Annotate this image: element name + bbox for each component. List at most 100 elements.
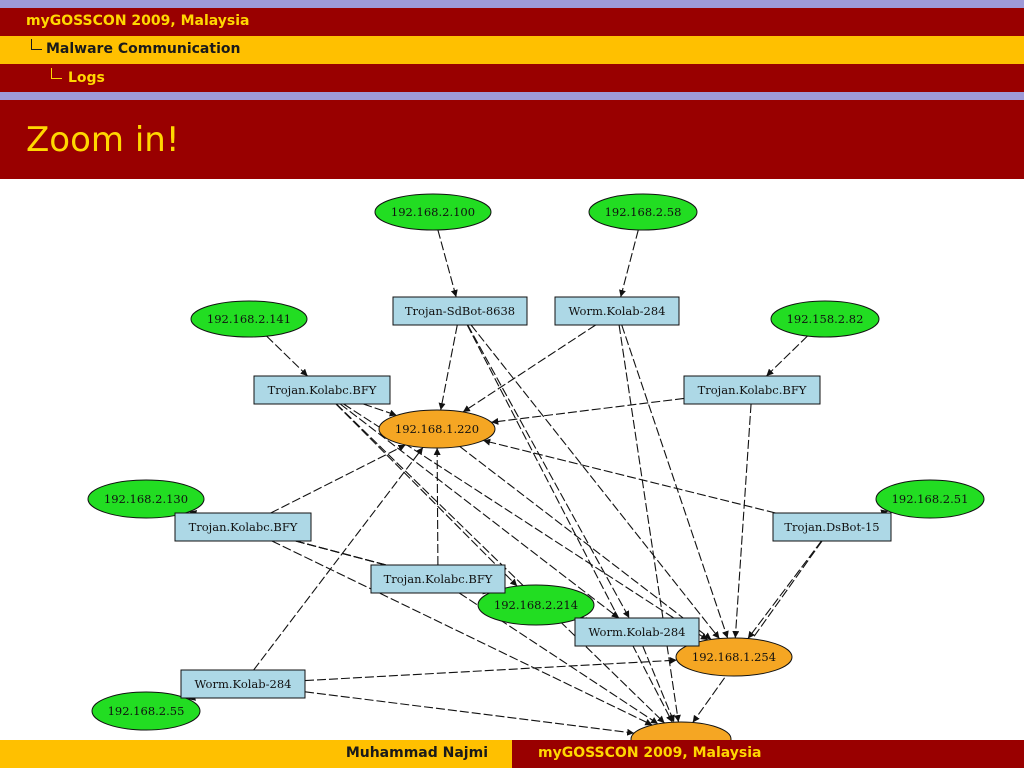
graph-node-label: Trojan.Kolabc.BFY (189, 520, 298, 534)
graph-node-tBottom (630, 721, 732, 740)
graph-node-h58: 192.168.2.58 (588, 193, 698, 231)
graph-node-label: Trojan.DsBot-15 (784, 520, 879, 534)
graph-node-shape (574, 617, 700, 647)
graph-node-label: 192.168.2.130 (104, 492, 188, 506)
graph-edge-mKolab1-t254 (621, 324, 729, 639)
graph-node-label: 192.168.1.220 (395, 422, 479, 436)
graph-node-mDsBot: Trojan.DsBot-15 (772, 512, 892, 542)
graph-node-shape (374, 193, 492, 231)
graph-node-label: 192.168.2.51 (892, 492, 969, 506)
slide-title: Zoom in! (26, 120, 180, 160)
graph-node-label: Worm.Kolab-284 (589, 625, 686, 639)
graph-edge-mKolabc1-t220 (363, 403, 397, 417)
graph-node-shape (770, 300, 880, 338)
graph-edge-mSdBot-t220 (438, 324, 458, 411)
graph-node-shape (370, 564, 506, 594)
graph-edge-mSdBot-tBottom (466, 324, 673, 723)
graph-node-mKolabc2: Trojan.Kolabc.BFY (683, 375, 821, 405)
graph-edge-mKolabc3-tBottom (271, 540, 653, 726)
graph-node-label: 192.168.2.100 (391, 205, 475, 219)
graph-edge-mKolab2-tBottom (642, 645, 675, 723)
graph-node-mKolabc1: Trojan.Kolabc.BFY (253, 375, 391, 405)
graph-edge-mKolabc1-tBottom (336, 403, 665, 724)
graph-node-shape (675, 637, 793, 677)
graph-edge-mKolab3-tBottom (304, 691, 635, 736)
graph-edge-mDsBot-tBottom (692, 540, 823, 723)
header-section-link[interactable]: Malware Communication (46, 41, 241, 57)
graph-edge-mKolabc1-h214 (335, 403, 518, 587)
graph-node-mKolab1: Worm.Kolab-284 (554, 296, 680, 326)
graph-node-label: 192.168.1.254 (692, 650, 776, 664)
header-section-bar[interactable]: Malware Communication (0, 36, 1024, 64)
malware-communication-graph: 192.168.2.100 192.168.2.58 192.168.2.141 19… (87, 193, 985, 740)
graph-node-h82: 192.158.2.82 (770, 300, 880, 338)
footer: Muhammad Najmi myGOSSCON 2009, Malaysia (0, 740, 1024, 768)
header-top-strip (0, 0, 1024, 8)
graph-edge-mKolabc1-mKolab2 (339, 403, 620, 619)
graph-node-mKolab3: Worm.Kolab-284 (180, 669, 306, 699)
graph-node-mKolab2: Worm.Kolab-284 (574, 617, 700, 647)
graph-edge-mDsBot-t254 (747, 540, 822, 639)
graph-edge-mKolabc4-t220 (433, 447, 441, 566)
graph-node-shape (91, 691, 201, 731)
graph-node-label: Trojan-SdBot-8638 (405, 304, 515, 318)
graph-edge-h100-mSdBot (437, 229, 458, 298)
graph-node-shape (554, 296, 680, 326)
graph-node-t220: 192.168.1.220 (378, 409, 496, 449)
graph-edge-mSdBot-t254 (470, 324, 720, 639)
graph-node-t254: 192.168.1.254 (675, 637, 793, 677)
graph-node-shape (772, 512, 892, 542)
graph-edge-h58-mKolab1 (619, 229, 639, 298)
graph-edge-h141-mKolabc1 (266, 335, 308, 377)
graph-node-label: 192.168.2.58 (605, 205, 682, 219)
graph-node-shape (477, 584, 595, 626)
graph-edge-mSdBot-mKolab2 (467, 324, 630, 619)
tree-branch-icon (51, 68, 62, 79)
graph-node-shape (87, 479, 205, 519)
graph-node-shape (190, 300, 308, 338)
footer-conference-panel: myGOSSCON 2009, Malaysia (512, 740, 1024, 768)
graph-node-shape (630, 721, 732, 740)
graph-node-shape (180, 669, 306, 699)
header-subsection-link[interactable]: Logs (68, 70, 105, 86)
graph-edge-h82-mKolabc2 (766, 335, 808, 377)
graph-node-label: Trojan.Kolabc.BFY (384, 572, 493, 586)
graph-edge-mDsBot-t220 (483, 438, 776, 514)
graph-node-shape (683, 375, 821, 405)
graph-node-mSdBot: Trojan-SdBot-8638 (392, 296, 528, 326)
graph-node-label: 192.158.2.82 (787, 312, 864, 326)
graph-edge-mKolabc2-t220 (491, 397, 685, 425)
footer-author-panel: Muhammad Najmi (0, 740, 512, 768)
graph-node-h141: 192.168.2.141 (190, 300, 308, 338)
graph-edge-t220-t254 (459, 446, 712, 640)
graph-node-mKolabc4: Trojan.Kolabc.BFY (370, 564, 506, 594)
graph-edge-mKolab1-tBottom (618, 324, 681, 723)
graph-node-shape (174, 512, 312, 542)
graph-node-shape (875, 479, 985, 519)
footer-conference: myGOSSCON 2009, Malaysia (538, 745, 762, 761)
graph-node-shape (378, 409, 496, 449)
graph-edge-mKolabc3-t220 (270, 444, 406, 514)
header-conference-bar[interactable]: myGOSSCON 2009, Malaysia (0, 8, 1024, 36)
graph-node-h51: 192.168.2.51 (875, 479, 985, 519)
footer-author: Muhammad Najmi (345, 745, 488, 761)
graph-edge-mKolab3-t220 (253, 447, 424, 671)
header-subsection-bar[interactable]: Logs (0, 64, 1024, 92)
header-bottom-strip (0, 92, 1024, 100)
graph-edge-mKolab3-t254 (304, 657, 677, 682)
graph-node-label: Worm.Kolab-284 (569, 304, 666, 318)
graph-node-h214: 192.168.2.214 (477, 584, 595, 626)
graph-node-h130: 192.168.2.130 (87, 479, 205, 519)
graph-node-shape (392, 296, 528, 326)
graph-node-label: 192.168.2.55 (108, 704, 185, 718)
graph-node-label: Trojan.Kolabc.BFY (698, 383, 807, 397)
header-conference-link[interactable]: myGOSSCON 2009, Malaysia (26, 13, 250, 29)
graph-node-shape (588, 193, 698, 231)
graph-edge-mKolab1-t220 (462, 324, 596, 413)
graph-node-h100: 192.168.2.100 (374, 193, 492, 231)
slide-title-bar: Zoom in! (0, 100, 1024, 179)
tree-branch-icon (31, 39, 42, 50)
graph-node-h55: 192.168.2.55 (91, 691, 201, 731)
graph-edge-mKolabc2-t254 (732, 403, 752, 639)
graph-node-label: 192.168.2.141 (207, 312, 291, 326)
